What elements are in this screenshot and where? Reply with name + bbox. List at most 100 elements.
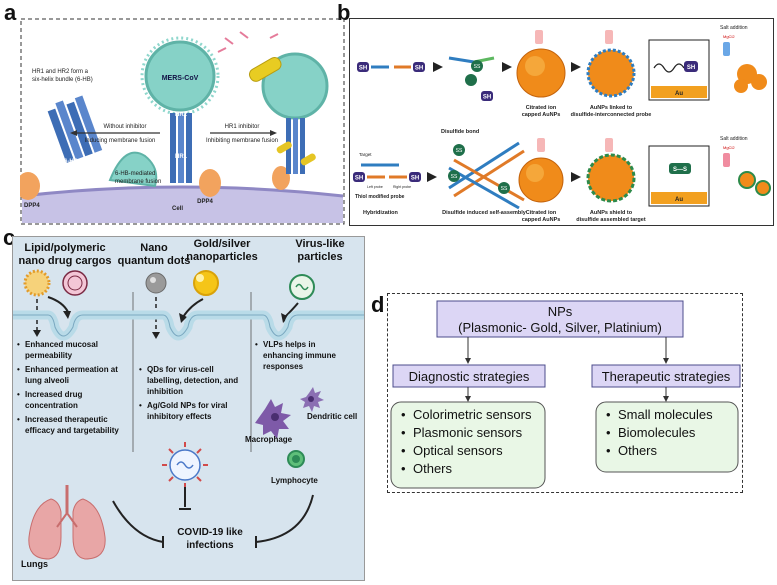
- au-bar-2: [651, 192, 707, 204]
- panel-a-border: [20, 18, 345, 225]
- svg-text:•: •: [401, 425, 406, 440]
- label-linked-a: AuNPs linked to: [590, 105, 633, 111]
- diagnostic-item-3: Optical sensors: [413, 443, 503, 458]
- ss-label-2: SS: [456, 148, 463, 154]
- svg-text:•: •: [401, 407, 406, 422]
- panel-b-border: [349, 18, 774, 226]
- label-bundle-note-2: six-helix bundle (6-HB): [32, 77, 93, 83]
- virion-spikes: [140, 36, 220, 116]
- label-disulfide-bond: Disulfide bond: [441, 129, 479, 135]
- sh-tag-6: [409, 172, 421, 182]
- membrane-edge: [21, 185, 344, 198]
- label-thiol-probe: Thiol modified probe: [355, 194, 405, 200]
- label-dendritic-cell: Dendritic cell: [307, 412, 357, 421]
- label-mgcl2-1: MgCl2: [723, 34, 735, 39]
- label-inducing-fusion: Inducing membrane fusion: [85, 138, 156, 144]
- svg-text:•: •: [17, 340, 20, 349]
- title-qd-1: Nano: [140, 242, 168, 254]
- np-root-subtitle: (Plasmonic- Gold, Silver, Platinium): [458, 320, 662, 335]
- label-dpp4-mid: DPP4: [197, 199, 213, 205]
- label-citrated-1b: capped AuNPs: [522, 112, 561, 118]
- panel-c-svg: Lipid/polymeric nano drug cargos Nano qu…: [13, 238, 364, 569]
- title-vlp-1: Virus-like: [295, 238, 344, 250]
- lipid-bullet-4a: Increased therapeutic: [25, 415, 108, 424]
- label-lymphocyte: Lymphocyte: [271, 476, 318, 485]
- hr1-inhibitor-bound-1: [276, 141, 292, 154]
- arrow-b1: [433, 62, 443, 72]
- panel-d-strategy-tree: NPs (Plasmonic- Gold, Silver, Platinium)…: [387, 293, 743, 493]
- self-assembled-ladder: [448, 141, 525, 210]
- svg-text:•: •: [139, 365, 142, 374]
- qd-bullet-1b: labelling, detection, and: [147, 376, 238, 385]
- spike-helix-3: [186, 113, 192, 183]
- svg-text:•: •: [139, 401, 142, 410]
- inhibition-arc-left: [112, 500, 164, 543]
- therapeutic-item-2: Biomolecules: [618, 425, 696, 440]
- label-s-s: S—S: [673, 167, 687, 173]
- svg-text:•: •: [606, 443, 611, 458]
- label-au-2: Au: [675, 197, 683, 203]
- svg-text:•: •: [17, 415, 20, 424]
- lipid-bullet-1a: Enhanced mucosal: [25, 340, 98, 349]
- dispersed-1: [738, 171, 756, 189]
- lipid-bullet-2a: Enhanced permeation at: [25, 365, 118, 374]
- inhibited-helix-2: [293, 118, 298, 174]
- ss-bond-2: [465, 74, 477, 86]
- label-left-probe: Left probe: [367, 185, 383, 189]
- label-bundle-note-1: HR1 and HR2 form a: [32, 69, 89, 75]
- sh-label-2: SH: [415, 66, 423, 72]
- tube-salt-1: [723, 42, 730, 56]
- label-mers-cov: MERS-CoV: [162, 75, 199, 82]
- label-shield-a: AuNPs shield to: [590, 210, 633, 216]
- vlp-bullet-1c: responses: [263, 362, 304, 371]
- ss-label-4: SS: [501, 186, 508, 192]
- inhibition-arc-right: [255, 494, 314, 543]
- label-hr1-inhibitor: HR1 inhibitor: [225, 124, 260, 130]
- svg-text:•: •: [17, 390, 20, 399]
- sh-label-6: SH: [411, 176, 419, 182]
- therapeutic-item-3: Others: [618, 443, 658, 458]
- vlp-bullet-1a: VLPs helps in: [263, 340, 316, 349]
- vlp-bullet-1b: enhancing immune: [263, 351, 336, 360]
- ss-label-3: SS: [451, 174, 458, 180]
- label-right-probe: Right probe: [393, 185, 411, 189]
- lipid-bullet-1b: permeability: [25, 351, 73, 360]
- label-citrated-2a: Citrated ion: [526, 210, 557, 216]
- title-gold-1: Gold/silver: [194, 238, 252, 250]
- lipid-bullet-2b: lung alveoli: [25, 376, 69, 385]
- panel-b-svg: SH SH SS SH Citrated ion capped AuNPs Au…: [349, 18, 774, 226]
- dpp4-receptor-mid: [199, 169, 221, 197]
- therapeutic-title: Therapeutic strategies: [602, 369, 731, 384]
- title-lipid-2: nano drug cargos: [19, 255, 112, 267]
- sh-label-3: SH: [483, 95, 491, 101]
- label-mgcl2-2: MgCl2: [723, 145, 735, 150]
- label-shield-b: disulfide assembled target: [576, 217, 646, 223]
- label-dpp4-left: DPP4: [24, 203, 40, 209]
- sh-label-5: SH: [355, 176, 363, 182]
- panel-b-aunp-assay: SH SH SS SH Citrated ion capped AuNPs Au…: [349, 18, 774, 226]
- sh-tag-3: [481, 91, 493, 101]
- panel-label-d: d: [371, 292, 385, 317]
- qd-gold-benefits-list: • QDs for virus-cell labelling, detectio…: [139, 365, 238, 421]
- macrophage-icon: [255, 399, 291, 439]
- label-6hb-mediated-2: membrane fusion: [115, 179, 161, 185]
- aunp-bottom: [518, 157, 564, 203]
- label-hybridization: Hybridization: [363, 210, 398, 216]
- tube-citrate-3: [537, 138, 545, 152]
- panel-label-b: b: [337, 0, 351, 25]
- label-macrophage: Macrophage: [245, 435, 293, 444]
- lipid-bullet-4b: efficacy and targetability: [25, 426, 119, 435]
- cell-membrane: [22, 187, 343, 223]
- dpp4-receptor-right: [272, 166, 290, 190]
- dispersed-2: [755, 180, 771, 196]
- ss-label-1: SS: [474, 64, 481, 70]
- hr1-inhibitor-bound-2: [300, 153, 316, 166]
- svg-text:•: •: [606, 407, 611, 422]
- lipid-bullet-3b: concentration: [25, 401, 78, 410]
- label-citrated-1a: Citrated ion: [526, 105, 557, 111]
- ss-bond-1: [471, 60, 483, 72]
- gold-bullet-1b: inhibitory effects: [147, 412, 212, 421]
- title-vlp-2: particles: [297, 251, 342, 263]
- lipid-nanoparticle-icon: [23, 269, 51, 297]
- polymeric-nanoparticle-icon: [62, 270, 88, 296]
